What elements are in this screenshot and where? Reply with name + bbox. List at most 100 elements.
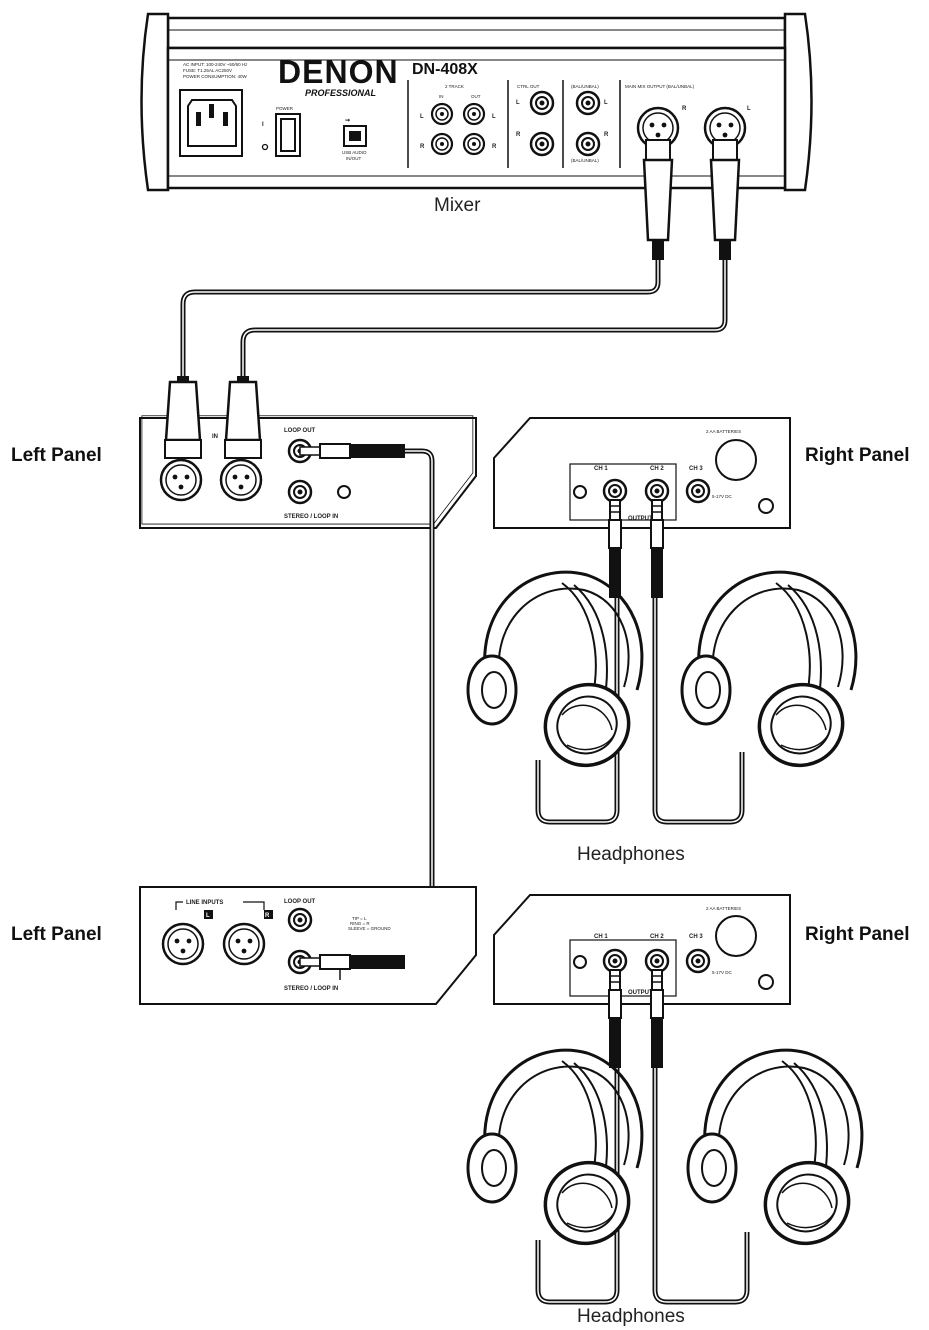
rp1-battery-door-icon xyxy=(715,439,757,481)
left-panel-2: LINE INPUTS L R LOOP OUT TIP = L RING = … xyxy=(139,886,477,1005)
track-r-right: R xyxy=(492,144,497,150)
ac-inlet-icon xyxy=(179,89,243,157)
power-label: POWER xyxy=(276,106,294,111)
xlr-plug-mixer-r xyxy=(642,139,674,260)
rp2-ch3-jack-icon xyxy=(685,948,711,974)
lp2-tip-text-3: SLEEVE = GROUND xyxy=(348,926,391,931)
lp1-stereo-loop-in-label: STEREO / LOOP IN xyxy=(284,514,338,520)
lp1-loop-out-label: LOOP OUT xyxy=(284,428,316,434)
ctrl-out-l-jack-icon xyxy=(529,90,555,116)
headphones-caption-1: Headphones xyxy=(577,844,685,865)
left-panel-1-in-label: IN xyxy=(212,434,218,440)
lp2-line-in-r-icon xyxy=(222,922,266,966)
rca-out-l-icon xyxy=(462,102,486,126)
xlr-plug-lp1-r xyxy=(224,376,262,459)
rp2-dc-label: 5-17V DC xyxy=(712,970,733,975)
rp1-dc-label: 5-17V DC xyxy=(712,494,733,499)
right-panel-2-label: Right Panel xyxy=(805,924,910,945)
rp1-ch1-plug xyxy=(608,499,622,599)
rp1-ch2-label: CH 2 xyxy=(650,466,664,472)
ctrl-l-label: L xyxy=(516,100,520,106)
lp2-tip-text-2: RING = R xyxy=(350,921,370,926)
lp2-r-badge: R xyxy=(265,913,270,919)
bal-label-bottom: (BAL/UNBAL) xyxy=(571,158,599,163)
rca-out-r-icon xyxy=(462,132,486,156)
main-mix-label: MAIN MIX OUTPUT (BAL/UNBAL) xyxy=(625,84,695,89)
rp2-mini-jack-icon xyxy=(573,955,587,969)
bal-r-jack-icon xyxy=(575,131,601,157)
svg-text:I: I xyxy=(262,122,264,128)
usb-label-1: USB AUDIO xyxy=(342,150,367,155)
rp1-ch1-label: CH 1 xyxy=(594,466,608,472)
svg-text:⇝: ⇝ xyxy=(345,118,350,124)
rca-in-l-icon xyxy=(430,102,454,126)
quarter-inch-plug-loop-out xyxy=(299,443,405,459)
right-panel-1: 2 AA BATTERIES CH 1 CH 2 CH 3 5-17V DC O… xyxy=(493,417,791,529)
lp1-mini-jack-icon xyxy=(337,485,351,499)
headphones-2b-icon xyxy=(686,1048,864,1259)
lp2-tip-text-1: TIP = L xyxy=(352,916,367,921)
track-r-left: R xyxy=(420,144,425,150)
right-panel-1-label: Right Panel xyxy=(805,445,910,466)
rp1-ch2-plug xyxy=(650,499,664,599)
mixer-brand-sub: PROFESSIONAL xyxy=(305,88,376,98)
mixer-device: AC INPUT: 100-240V ~50/60 Hz FUSE: T1.25… xyxy=(140,12,813,192)
track-l-left: L xyxy=(420,114,424,120)
usb-port-icon: ⇝ xyxy=(343,118,367,147)
lp2-loop-out-jack-icon xyxy=(287,907,313,933)
lp2-loop-out-label: LOOP OUT xyxy=(284,899,316,905)
mixer-ac-text-2: FUSE: T1.25AL AC250V xyxy=(183,68,232,73)
headphones-1b-icon xyxy=(680,570,858,781)
rp2-ch3-label: CH 3 xyxy=(689,934,703,940)
mixer-ac-text-1: AC INPUT: 100-240V ~50/60 Hz xyxy=(183,62,248,67)
rp2-dc-jack-icon xyxy=(758,974,774,990)
lp2-line-inputs-label: LINE INPUTS xyxy=(186,900,223,906)
rp1-ch3-jack-icon xyxy=(685,478,711,504)
bal-r-label: R xyxy=(604,132,609,138)
headphones-caption-2: Headphones xyxy=(577,1306,685,1327)
track-l-right: L xyxy=(492,114,496,120)
bal-label-top: (BAL/UNBAL) xyxy=(571,84,599,89)
power-switch-icon: I xyxy=(261,113,301,157)
rp2-ch2-plug xyxy=(650,969,664,1069)
usb-label-2: IN/OUT xyxy=(346,156,362,161)
rp1-mini-jack-icon xyxy=(573,485,587,499)
xlr-plug-lp1-l xyxy=(164,376,202,459)
bal-l-label: L xyxy=(604,100,608,106)
lp2-stereo-loop-in-label: STEREO / LOOP IN xyxy=(284,986,338,992)
ctrl-r-label: R xyxy=(516,132,521,138)
mixer-ac-text-3: POWER CONSUMPTION: 40W xyxy=(183,74,248,79)
mixer-model: DN-408X xyxy=(412,61,478,78)
lp1-line-in-l-icon xyxy=(159,458,203,502)
rp1-batteries-label: 2 AA BATTERIES xyxy=(706,429,741,434)
ctrl-out-label: CTRL OUT xyxy=(517,84,540,89)
lp2-l-badge: L xyxy=(206,913,210,919)
rp1-outputs-label: OUTPUTS xyxy=(628,516,657,522)
track-out-label: OUT xyxy=(471,94,481,99)
rp1-ch3-label: CH 3 xyxy=(689,466,703,472)
left-panel-1-label: Left Panel xyxy=(11,445,102,466)
xlr-plug-mixer-l xyxy=(709,139,741,260)
rp2-ch1-plug xyxy=(608,969,622,1069)
track-label: 2 TRACK xyxy=(445,84,464,89)
main-mix-r-label: R xyxy=(682,106,687,112)
track-in-label: IN xyxy=(439,94,444,99)
ctrl-out-r-jack-icon xyxy=(529,131,555,157)
right-panel-2: 2 AA BATTERIES CH 1 CH 2 CH 3 5-17V DC O… xyxy=(493,894,791,1005)
rp2-outputs-label: OUTPUTS xyxy=(628,990,657,996)
lp1-line-in-r-icon xyxy=(219,458,263,502)
rp2-battery-door-icon xyxy=(715,915,757,957)
main-mix-l-label: L xyxy=(747,106,751,112)
rp1-ch2-jack-icon xyxy=(644,478,670,504)
mixer-caption: Mixer xyxy=(434,195,481,216)
rp2-ch1-jack-icon xyxy=(602,948,628,974)
rp2-ch2-jack-icon xyxy=(644,948,670,974)
mixer-brand: DENON xyxy=(278,54,399,90)
bal-l-jack-icon xyxy=(575,90,601,116)
rca-in-r-icon xyxy=(430,132,454,156)
rp1-dc-jack-icon xyxy=(758,498,774,514)
rp2-ch1-label: CH 1 xyxy=(594,934,608,940)
quarter-inch-plug-loop-in xyxy=(299,954,405,970)
rp2-batteries-label: 2 AA BATTERIES xyxy=(706,906,741,911)
